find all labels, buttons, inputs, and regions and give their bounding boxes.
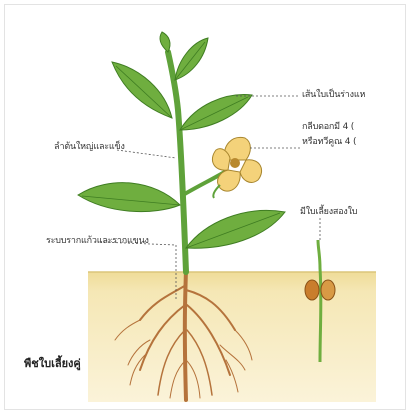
label-cotyledon: มีใบเลี้ยงสองใบ [300, 207, 357, 218]
label-leaf-venation: เส้นใบเป็นร่างแห [302, 90, 365, 101]
flower [212, 137, 261, 198]
label-petals-line1: กลีบดอกมี 4 ( [302, 122, 354, 133]
diagram-title: พืชใบเลี้ยงคู่ [24, 354, 81, 372]
label-stem: ลำต้นใหญ่และแข็ง [54, 142, 125, 153]
label-petals-line2: หรือทวีคูณ 4 ( [302, 137, 356, 148]
main-stem [168, 52, 186, 272]
label-root-system: ระบบรากแก้วและรากแขนง [46, 236, 149, 247]
